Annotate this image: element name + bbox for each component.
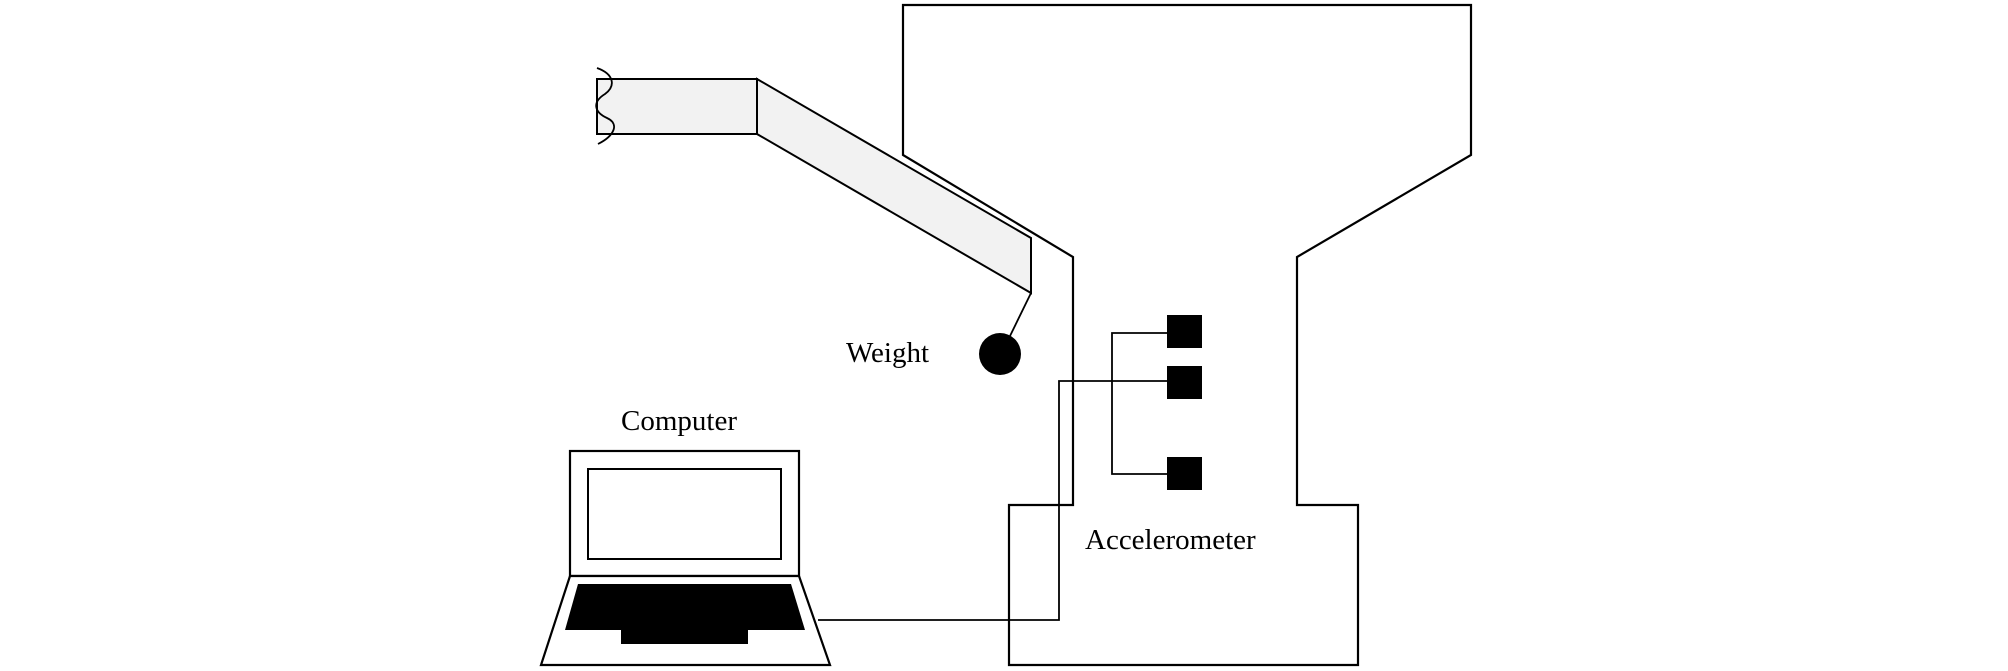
weight-label: Weight — [846, 337, 929, 369]
arm-inclined-beam — [756, 77, 1032, 295]
laptop-screen — [587, 468, 782, 560]
weight-string — [1009, 292, 1032, 337]
laptop-trackpad — [621, 628, 748, 644]
hammer-arm — [595, 67, 1032, 337]
arm-break-mark — [595, 67, 615, 145]
weight-ball — [979, 333, 1021, 375]
accelerometer-sensor — [1167, 315, 1202, 348]
computer-label: Computer — [621, 405, 737, 437]
laptop-computer — [539, 449, 832, 667]
computer-cable — [818, 380, 1167, 621]
accelerometer-sensor — [1167, 366, 1202, 399]
laptop-keyboard — [565, 584, 805, 630]
structure-outline — [901, 3, 1473, 667]
arm-horizontal-beam — [596, 78, 758, 135]
accelerometer-sensor — [1167, 457, 1202, 490]
accelerometers — [1167, 315, 1202, 490]
sensor-wiring — [1111, 332, 1167, 475]
accelerometer-label: Accelerometer — [1085, 524, 1256, 556]
